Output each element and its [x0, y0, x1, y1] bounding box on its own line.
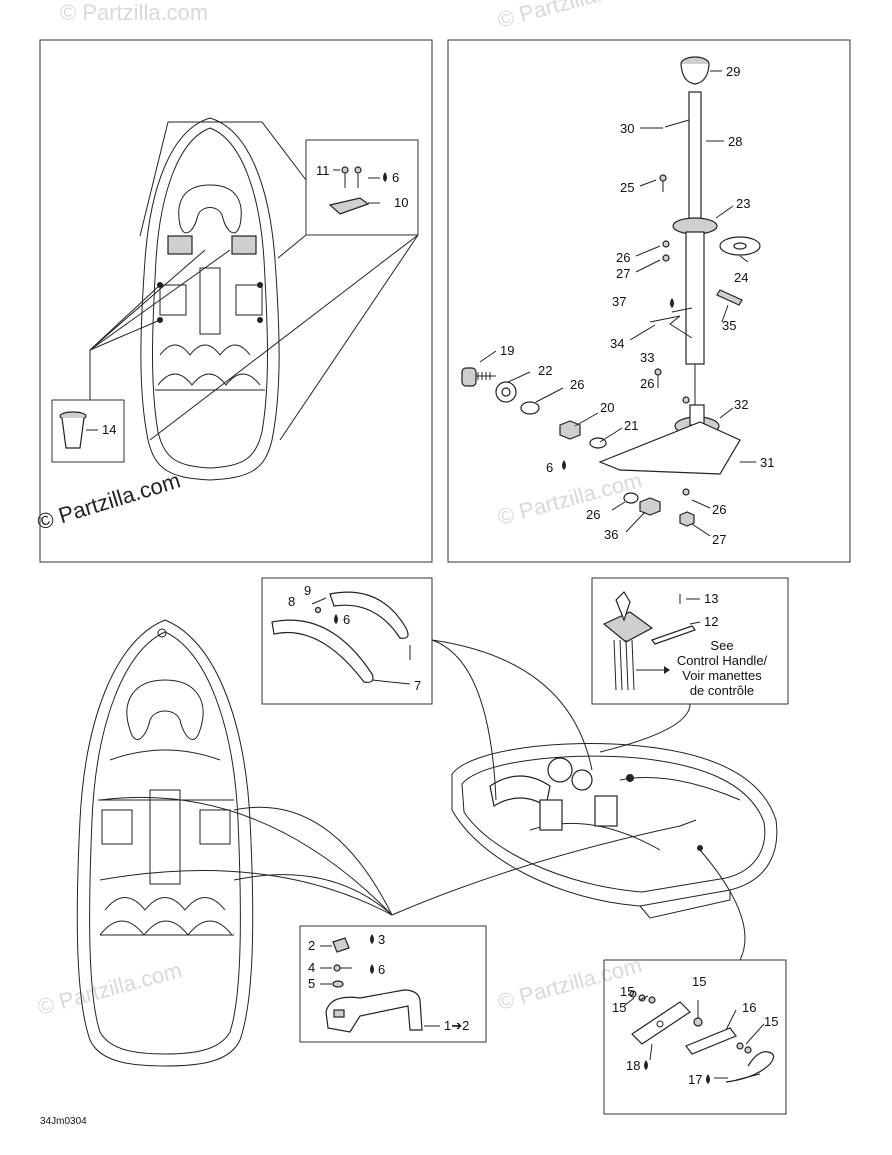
part-label: 29	[726, 64, 740, 79]
panel-top-right	[447, 39, 851, 563]
part-label: 26	[586, 507, 600, 522]
diagram-code: 34Jm0304	[40, 1116, 87, 1127]
inset-cupholder-box	[51, 399, 125, 463]
part-label: 15	[620, 984, 634, 999]
part-label: 6	[343, 612, 350, 627]
part-label: 26	[640, 376, 654, 391]
part-label: 14	[102, 422, 116, 437]
cleat-parts	[623, 990, 775, 1083]
part-label: 18	[626, 1058, 640, 1073]
part-label: 22	[538, 363, 552, 378]
part-label: 27	[616, 266, 630, 281]
part-label: 33	[640, 350, 654, 365]
part-label: 24	[734, 270, 748, 285]
part-label: 34	[610, 336, 624, 351]
part-label: 26	[570, 377, 584, 392]
part-label: 17	[688, 1072, 702, 1087]
cup-holder-icon	[59, 411, 98, 449]
part-label: 15	[692, 974, 706, 989]
sealant-drop-icon	[644, 1060, 648, 1070]
boat-perspective	[391, 639, 778, 961]
part-label: 37	[612, 294, 626, 309]
watermark: © Partzilla.com	[60, 0, 208, 25]
part-label: 15	[764, 1014, 778, 1029]
inset-cleat-box	[305, 139, 419, 236]
part-label: 2	[308, 938, 315, 953]
handle-parts	[320, 934, 440, 1033]
part-label: 10	[394, 195, 408, 210]
watermark: © Partzilla.com	[495, 467, 645, 530]
part-label: 32	[734, 397, 748, 412]
watermark-group: © Partzilla.com © Partzilla.com © Partzi…	[34, 0, 644, 1020]
part-label: 26	[616, 250, 630, 265]
screw-parts	[328, 166, 387, 215]
panel-grab-handle	[261, 577, 433, 705]
part-label: 36	[604, 527, 618, 542]
watermark-dark: © Partzilla.com	[34, 468, 183, 535]
part-label: 6	[392, 170, 399, 185]
control-parts	[602, 591, 701, 691]
part-label: 23	[736, 196, 750, 211]
part-label: 9	[304, 583, 311, 598]
part-label: 12	[704, 614, 718, 629]
part-label: 6	[546, 460, 553, 475]
see-note-line: Voir manettes	[682, 668, 762, 683]
grab-handle-parts	[271, 591, 411, 685]
column-assembly	[461, 56, 761, 527]
watermark: © Partzilla.com	[35, 957, 185, 1020]
part-label: 21	[624, 418, 638, 433]
part-label: 27	[712, 532, 726, 547]
panel-cleat	[603, 959, 787, 1115]
watermark: © Partzilla.com	[495, 0, 645, 33]
part-label: 4	[308, 960, 315, 975]
part-label: 5	[308, 976, 315, 991]
panel-handle	[299, 925, 487, 1043]
part-label: 31	[760, 455, 774, 470]
part-label: 20	[600, 400, 614, 415]
see-note-line: See	[710, 638, 733, 653]
boat-top-view-2	[76, 619, 393, 1067]
part-label: 7	[414, 678, 421, 693]
part-label: 19	[500, 343, 514, 358]
part-label: 8	[288, 594, 295, 609]
part-label: 3	[378, 932, 385, 947]
sealant-drop-icon	[706, 1074, 710, 1084]
part-label: 26	[712, 502, 726, 517]
leader-lines	[479, 70, 756, 537]
boat-top-view-1	[89, 117, 419, 481]
part-label: 30	[620, 121, 634, 136]
part-label: 1➔2	[444, 1018, 469, 1033]
see-note-line: Control Handle/	[677, 653, 768, 668]
part-label: 13	[704, 591, 718, 606]
part-label: 16	[742, 1000, 756, 1015]
see-note-line: de contrôle	[690, 683, 754, 698]
part-label: 25	[620, 180, 634, 195]
panel-top-left	[39, 39, 433, 563]
part-label: 6	[378, 962, 385, 977]
part-label: 11	[316, 163, 330, 178]
part-label: 28	[728, 134, 742, 149]
part-label: 15	[612, 1000, 626, 1015]
part-label: 35	[722, 318, 736, 333]
